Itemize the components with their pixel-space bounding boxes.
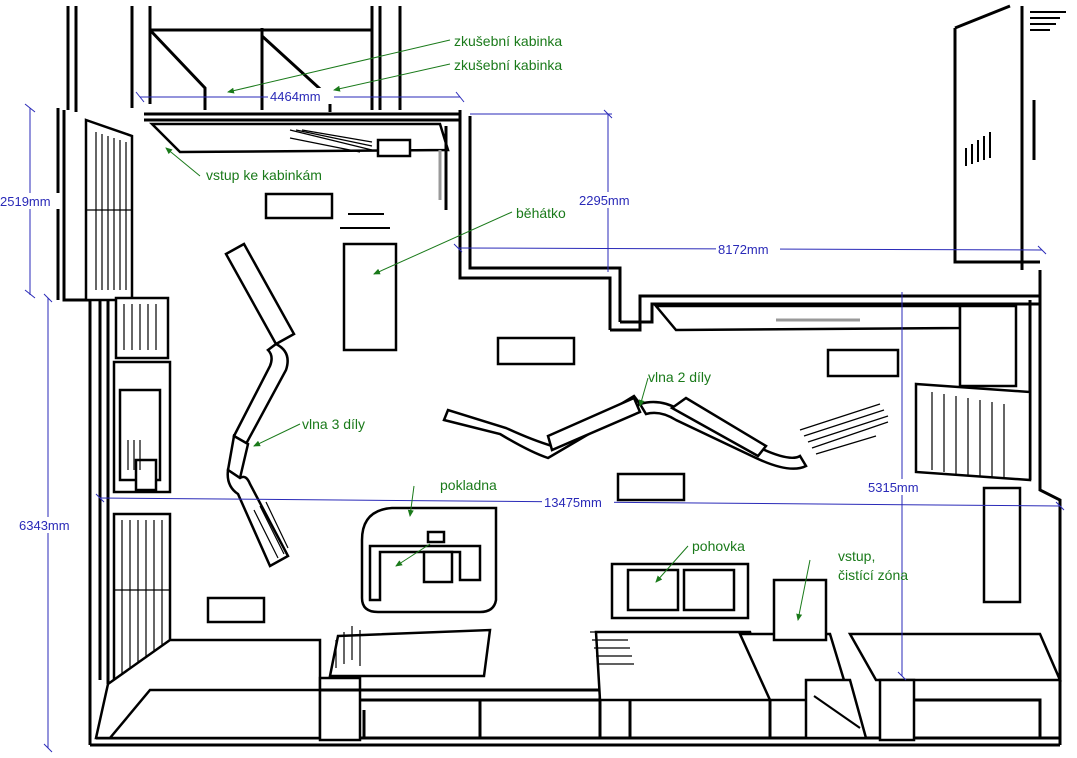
label-entrance-line2: čistící zóna (838, 567, 908, 583)
label-wave-2: vlna 2 díly (648, 369, 711, 385)
room-labels: zkušební kabinka zkušební kabinka vstup … (206, 33, 908, 583)
dim-8172: 8172mm (718, 242, 769, 257)
left-wall-shelving (84, 118, 172, 686)
dim-2519: 2519mm (0, 194, 51, 209)
label-cashier: pokladna (440, 477, 497, 493)
label-wave-3: vlna 3 díly (302, 416, 365, 432)
dim-5315: 5315mm (868, 480, 919, 495)
dimension-texts: 4464mm 2519mm 2295mm 8172mm 13475mm 5315… (0, 88, 930, 533)
dim-4464: 4464mm (270, 89, 321, 104)
wave-3-parts (224, 242, 296, 568)
label-entrance-line1: vstup, (838, 548, 875, 564)
right-wall-vent (965, 11, 1066, 166)
label-entrance-to-rooms: vstup ke kabinkám (206, 167, 322, 183)
label-sofa: pohovka (692, 538, 745, 554)
bottom-fixtures (94, 578, 1062, 742)
wave-2-parts (442, 394, 889, 470)
dim-6343: 6343mm (19, 518, 70, 533)
sofa (610, 562, 750, 620)
fitting-room-entrance-area (148, 122, 450, 210)
cashier-desk (360, 506, 498, 614)
dim-2295: 2295mm (579, 193, 630, 208)
small-tables (206, 336, 900, 624)
label-leaders (165, 39, 811, 621)
dim-13475: 13475mm (544, 495, 602, 510)
runner (264, 192, 398, 352)
label-fitting-room-2: zkušební kabinka (454, 57, 562, 73)
label-fitting-room-1: zkušební kabinka (454, 33, 562, 49)
label-runner: běhátko (516, 205, 566, 221)
back-wall-shelving (653, 304, 1032, 604)
